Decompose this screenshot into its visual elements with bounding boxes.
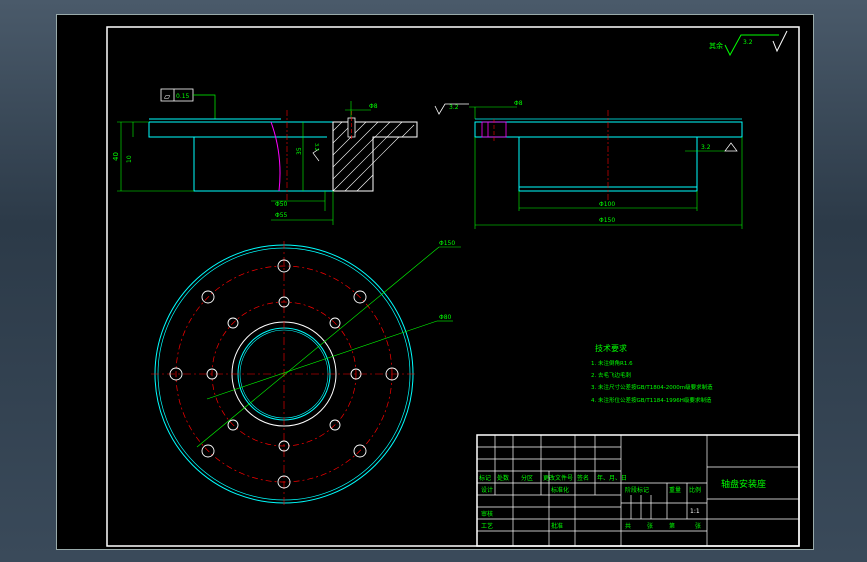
lbl-sheets-total: 共 bbox=[625, 522, 631, 530]
tech-requirements: 技术要求 1. 未注倒角R1.6 2. 去毛飞边毛刺 3. 未注尺寸公差按GB/… bbox=[591, 343, 713, 404]
inner-frame bbox=[106, 26, 800, 547]
hdr-zone: 分区 bbox=[521, 474, 533, 482]
title-block: 标记 处数 分区 更改文件号 签名 年、月、日 设计 标准化 审核 工艺 批准 … bbox=[476, 434, 800, 547]
dim-bore-step: Φ55 bbox=[275, 212, 288, 219]
plan-view: Φ150 Φ80 bbox=[151, 240, 461, 507]
dim-flange-height: 10 bbox=[126, 155, 133, 163]
roughness-note: 其余 3.2 bbox=[709, 30, 788, 57]
cad-drawing: 其余 3.2 ▱ 0.15 bbox=[106, 26, 800, 547]
hdr-signature: 签名 bbox=[577, 474, 589, 482]
part-name: 轴盘安装座 bbox=[721, 478, 766, 490]
lbl-standardization: 标准化 bbox=[551, 486, 569, 494]
hdr-mark: 标记 bbox=[479, 474, 491, 482]
roughness-value: 3.2 bbox=[743, 39, 753, 46]
side-view: 3.2 Φ8 3.2 Φ100 Φ150 bbox=[434, 100, 743, 229]
lbl-sheets-unit-2: 张 bbox=[695, 522, 701, 530]
tech-req-item-1: 1. 未注倒角R1.6 bbox=[591, 359, 633, 367]
lbl-stage-mark: 阶段标记 bbox=[625, 486, 649, 494]
roughness-prefix: 其余 bbox=[709, 41, 723, 50]
tech-req-title: 技术要求 bbox=[595, 343, 627, 353]
hdr-date: 年、月、日 bbox=[597, 474, 627, 482]
plan-dim-pcd: Φ80 bbox=[439, 314, 452, 321]
plan-dim-outer: Φ150 bbox=[439, 240, 455, 247]
side-dim-inner: Φ100 bbox=[599, 201, 615, 208]
side-roughness-side: 3.2 bbox=[701, 144, 711, 151]
lbl-sheet-no: 第 bbox=[669, 522, 675, 530]
dim-section-hole: Φ8 bbox=[369, 103, 378, 110]
lbl-weight: 重量 bbox=[669, 486, 681, 494]
dim-bore: Φ50 bbox=[275, 201, 288, 208]
tech-req-item-4: 4. 未注形位公差按GB/T1184-1996H级要求制造 bbox=[591, 396, 712, 404]
section-view: ▱ 0.15 40 10 bbox=[112, 88, 418, 225]
hdr-change-doc: 更改文件号 bbox=[543, 474, 573, 482]
lbl-review: 审核 bbox=[481, 510, 493, 518]
drawing-sheet: 其余 3.2 ▱ 0.15 bbox=[56, 14, 814, 550]
scale-value: 1:1 bbox=[690, 508, 700, 515]
flatness-symbol: ▱ bbox=[164, 92, 171, 101]
dim-overall-height: 40 bbox=[112, 152, 120, 161]
lbl-approve: 批准 bbox=[551, 522, 563, 530]
lbl-scale: 比例 bbox=[689, 486, 701, 494]
flatness-value: 0.15 bbox=[176, 93, 190, 100]
hdr-count: 处数 bbox=[497, 474, 509, 482]
tech-req-item-3: 3. 未注尺寸公差按GB/T1804-2000m级要求制造 bbox=[591, 383, 713, 391]
section-roughness: 3.2 bbox=[313, 143, 319, 151]
lbl-process: 工艺 bbox=[481, 522, 493, 530]
side-dim-outer: Φ150 bbox=[599, 217, 615, 224]
tech-req-item-2: 2. 去毛飞边毛刺 bbox=[591, 371, 631, 379]
lbl-sheets-unit-1: 张 bbox=[647, 522, 653, 530]
dim-depth: 35 bbox=[296, 147, 303, 155]
side-roughness-top: 3.2 bbox=[449, 104, 459, 111]
lbl-design: 设计 bbox=[481, 486, 493, 494]
side-dim-hole: Φ8 bbox=[514, 100, 523, 107]
